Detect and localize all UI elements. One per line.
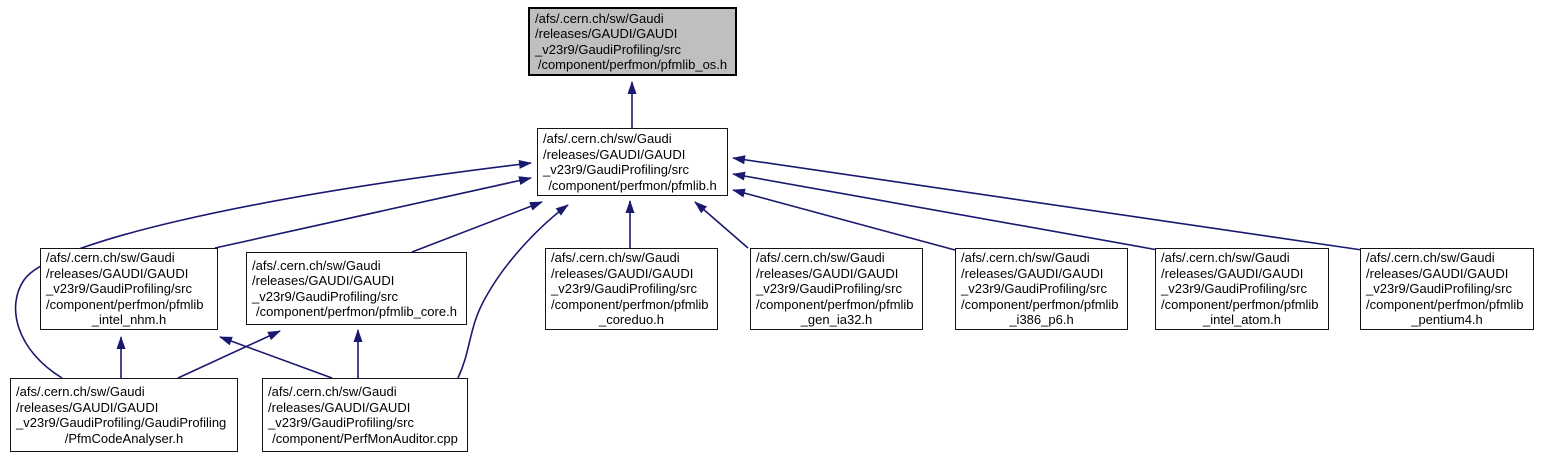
node-label-line: /component/perfmon/pfmlib.h: [548, 177, 717, 193]
edge-pfmcodeanalyser-to-core: [177, 330, 281, 379]
node-pfmlib-core-h[interactable]: /afs/.cern.ch/sw/Gaudi/releases/GAUDI/GA…: [246, 252, 467, 325]
node-label-line: /releases/GAUDI/GAUDI: [756, 265, 899, 281]
node-label-line: /afs/.cern.ch/sw/Gaudi: [543, 131, 672, 146]
node-label-line: /component/perfmon/pfmlib: [46, 296, 204, 312]
node-label-line: /component/perfmon/pfmlib: [961, 296, 1119, 312]
node-label-line: /releases/GAUDI/GAUDI: [543, 146, 686, 162]
node-label-line: _v23r9/GaudiProfiling/src: [543, 162, 689, 177]
node-pfmlib-intel-atom-h[interactable]: /afs/.cern.ch/sw/Gaudi/releases/GAUDI/GA…: [1155, 248, 1329, 330]
node-label-line: /afs/.cern.ch/sw/Gaudi: [535, 10, 664, 26]
edge-intel-atom-to-pfmlib: [732, 171, 1159, 251]
node-label-line: /afs/.cern.ch/sw/Gaudi: [1366, 250, 1495, 266]
edge-i386-p6-to-pfmlib: [732, 188, 956, 251]
node-label-line: /releases/GAUDI/GAUDI: [535, 26, 678, 41]
node-label-line: _intel_nhm.h: [91, 312, 167, 328]
node-perfmonauditor-cpp[interactable]: /afs/.cern.ch/sw/Gaudi/releases/GAUDI/GA…: [262, 378, 468, 452]
node-label-line: /component/perfmon/pfmlib: [1366, 296, 1524, 312]
node-label-line: /afs/.cern.ch/sw/Gaudi: [756, 250, 885, 266]
edge-gen-ia32-to-pfmlib: [694, 201, 749, 249]
node-label-line: /releases/GAUDI/GAUDI: [46, 265, 189, 281]
node-label-line: _v23r9/GaudiProfiling/src: [46, 281, 192, 297]
node-label-line: _gen_ia32.h: [800, 312, 873, 328]
node-label-line: /releases/GAUDI/GAUDI: [551, 265, 694, 281]
node-label-line: /component/perfmon/pfmlib: [756, 296, 914, 312]
node-pfmlib-os-h: /afs/.cern.ch/sw/Gaudi/releases/GAUDI/GA…: [528, 7, 737, 76]
node-label-line: _intel_atom.h: [1202, 312, 1282, 328]
node-label-line: _coreduo.h: [598, 312, 665, 328]
node-label-line: /releases/GAUDI/GAUDI: [16, 399, 159, 415]
node-pfmcodeanalyser-h[interactable]: /afs/.cern.ch/sw/Gaudi/releases/GAUDI/GA…: [10, 378, 238, 452]
node-label-line: /afs/.cern.ch/sw/Gaudi: [551, 250, 680, 266]
node-pfmlib-h[interactable]: /afs/.cern.ch/sw/Gaudi/releases/GAUDI/GA…: [537, 128, 728, 196]
node-label-line: _v23r9/GaudiProfiling/src: [961, 281, 1107, 297]
node-label-line: /component/perfmon/pfmlib_core.h: [256, 304, 457, 319]
node-label-line: _v23r9/GaudiProfiling/src: [535, 41, 681, 57]
edge-pentium4-to-pfmlib: [732, 155, 1363, 251]
node-label-line: /afs/.cern.ch/sw/Gaudi: [1161, 250, 1290, 266]
node-label-line: /releases/GAUDI/GAUDI: [268, 399, 411, 415]
edge-intel-nhm-to-pfmlib: [214, 176, 532, 249]
node-label-line: /releases/GAUDI/GAUDI: [961, 265, 1104, 281]
node-label-line: /afs/.cern.ch/sw/Gaudi: [46, 250, 175, 266]
node-label-line: /afs/.cern.ch/sw/Gaudi: [268, 384, 397, 399]
node-label-line: /component/perfmon/pfmlib: [1161, 296, 1319, 312]
node-label-line: _v23r9/GaudiProfiling/src: [551, 281, 697, 297]
node-label-line: /afs/.cern.ch/sw/Gaudi: [961, 250, 1090, 266]
node-label-line: _i386_p6.h: [1009, 312, 1074, 328]
node-label-line: _v23r9/GaudiProfiling/src: [1161, 281, 1307, 297]
node-label-line: /afs/.cern.ch/sw/Gaudi: [252, 257, 381, 273]
node-label-line: _pentium4.h: [1411, 312, 1483, 328]
edge-core-to-pfmlib: [411, 201, 543, 253]
node-pfmlib-i386-p6-h[interactable]: /afs/.cern.ch/sw/Gaudi/releases/GAUDI/GA…: [955, 248, 1128, 330]
node-label-line: /component/PerfMonAuditor.cpp: [272, 430, 458, 446]
node-pfmlib-coreduo-h[interactable]: /afs/.cern.ch/sw/Gaudi/releases/GAUDI/GA…: [545, 248, 718, 330]
node-label-line: /releases/GAUDI/GAUDI: [252, 273, 395, 288]
node-label-line: /releases/GAUDI/GAUDI: [1161, 265, 1304, 281]
node-pfmlib-gen-ia32-h[interactable]: /afs/.cern.ch/sw/Gaudi/releases/GAUDI/GA…: [750, 248, 923, 330]
node-pfmlib-pentium4-h[interactable]: /afs/.cern.ch/sw/Gaudi/releases/GAUDI/GA…: [1360, 248, 1534, 330]
edge-perfmonauditor-to-intel-nhm: [219, 336, 333, 379]
node-label-line: _v23r9/GaudiProfiling/src: [756, 281, 902, 297]
node-pfmlib-intel-nhm-h[interactable]: /afs/.cern.ch/sw/Gaudi/releases/GAUDI/GA…: [40, 248, 218, 330]
node-label-line: /releases/GAUDI/GAUDI: [1366, 265, 1509, 281]
node-label-line: _v23r9/GaudiProfiling/GaudiProfiling: [16, 415, 227, 430]
node-label-line: _v23r9/GaudiProfiling/src: [268, 415, 414, 430]
node-label-line: /afs/.cern.ch/sw/Gaudi: [16, 384, 145, 399]
node-label-line: /component/perfmon/pfmlib: [551, 296, 709, 312]
node-label-line: /component/perfmon/pfmlib_os.h: [537, 57, 728, 72]
node-label-line: _v23r9/GaudiProfiling/src: [252, 288, 398, 304]
edge-perfmonauditor-to-pfmlib-curve: [457, 204, 569, 379]
node-label-line: _v23r9/GaudiProfiling/src: [1366, 281, 1512, 297]
node-label-line: /PfmCodeAnalyser.h: [64, 430, 184, 446]
